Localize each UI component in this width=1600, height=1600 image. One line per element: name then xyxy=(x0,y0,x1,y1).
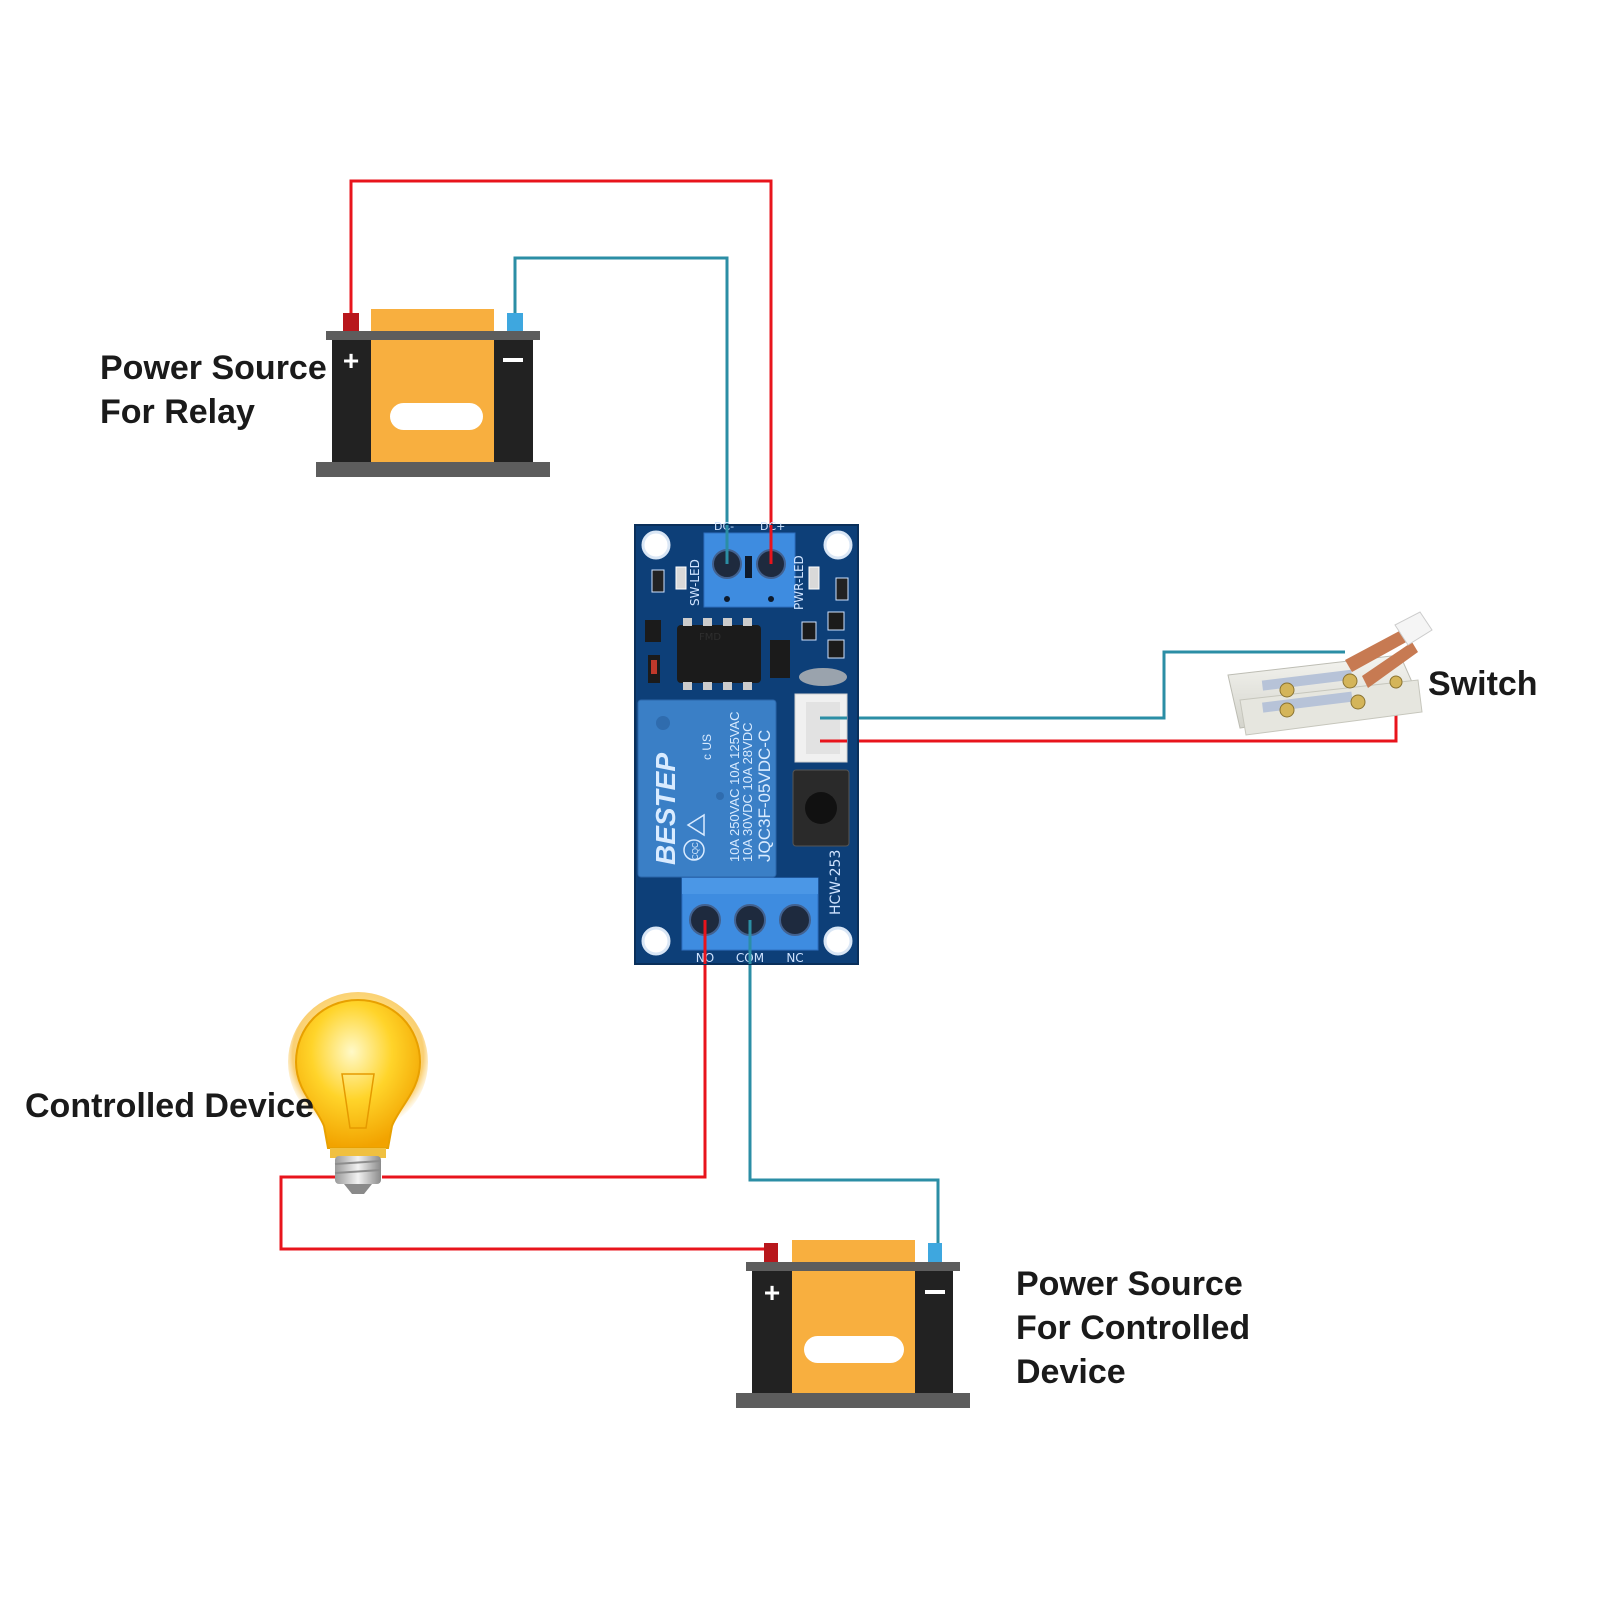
negative-terminal xyxy=(507,313,523,331)
minus-icon xyxy=(503,358,523,362)
dc-plus-label: DC+ xyxy=(760,520,785,533)
negative-terminal xyxy=(928,1243,942,1262)
sw-led xyxy=(675,566,687,590)
positive-terminal xyxy=(764,1243,778,1262)
relay-module: DC- DC+ SW-LED PWR-LED FMD BESTEP 10A 25… xyxy=(634,520,859,965)
wire-relay-negative xyxy=(513,256,729,563)
relay-component: BESTEP 10A 250VAC 10A 125VAC 10A 30VDC 1… xyxy=(637,699,777,878)
relay-rating-ac: 10A 250VAC 10A 125VAC xyxy=(727,711,742,862)
model-label: HCW-253 xyxy=(828,850,844,915)
device-power-label-line-3: Device xyxy=(1016,1353,1126,1391)
wires xyxy=(279,179,1398,1251)
relay-power-label-line-1: Power Source xyxy=(100,349,327,387)
push-button[interactable] xyxy=(792,769,850,847)
chip-marking: FMD xyxy=(699,632,721,643)
wire-relay-positive xyxy=(349,179,773,563)
plus-icon: + xyxy=(764,1277,780,1308)
pwr-led-label: PWR-LED xyxy=(792,555,806,610)
wire-switch-signal xyxy=(833,650,1345,720)
dc-minus-label: DC- xyxy=(714,520,734,533)
battery-relay-power: + xyxy=(316,309,550,477)
output-terminal-block xyxy=(681,877,819,951)
wire-bulb-to-battery xyxy=(279,1175,771,1251)
ic-chip xyxy=(677,625,761,683)
input-terminal-block xyxy=(703,532,796,608)
device-power-label-line-1: Power Source xyxy=(1016,1265,1243,1303)
sw-led-label: SW-LED xyxy=(688,559,702,606)
battery-device-power: + xyxy=(736,1240,970,1408)
nc-label: NC xyxy=(786,951,803,965)
controlled-device-label: Controlled Device xyxy=(25,1087,315,1125)
plus-icon: + xyxy=(343,345,359,376)
nc-screw xyxy=(779,904,811,936)
device-power-label: Power Source For Controlled Device xyxy=(1016,1262,1250,1394)
switch-label: Switch xyxy=(1428,665,1538,703)
knife-switch-icon[interactable] xyxy=(1227,611,1433,736)
light-bulb-icon xyxy=(288,992,428,1194)
minus-icon xyxy=(925,1290,945,1294)
relay-part-number: JQC3F-05VDC-C xyxy=(755,730,774,862)
wire-no-to-bulb xyxy=(382,930,707,1179)
positive-terminal xyxy=(343,313,359,331)
wire-com-to-battery xyxy=(748,930,940,1247)
relay-power-label: Power Source For Relay xyxy=(100,346,327,434)
pwr-led xyxy=(808,566,820,590)
warning-triangle-icon xyxy=(686,813,705,837)
device-power-label-line-2: For Controlled xyxy=(1016,1309,1251,1347)
cqc-mark: CQC xyxy=(691,842,700,860)
relay-power-label-line-2: For Relay xyxy=(100,393,255,431)
relay-cert: c US xyxy=(700,734,714,760)
crystal xyxy=(799,668,847,686)
relay-rating-dc: 10A 30VDC 10A 28VDC xyxy=(740,723,755,862)
relay-brand: BESTEP xyxy=(650,753,681,865)
mounting-holes xyxy=(641,530,853,956)
